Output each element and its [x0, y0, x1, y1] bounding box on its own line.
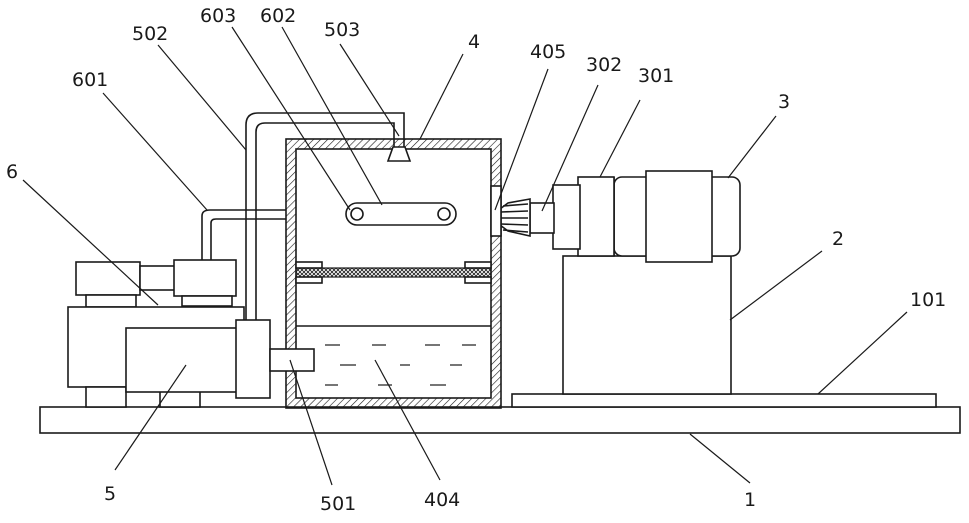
label-405: 405 — [530, 41, 566, 63]
label-302: 302 — [586, 54, 622, 76]
label-5: 5 — [104, 483, 116, 505]
label-502: 502 — [132, 23, 168, 45]
label-6: 6 — [6, 161, 18, 183]
support-block — [563, 256, 731, 394]
label-501: 501 — [320, 493, 356, 515]
water-pump — [126, 320, 270, 398]
suction-pipe — [202, 210, 286, 262]
label-404: 404 — [424, 489, 460, 511]
side-opening — [491, 186, 501, 236]
label-503: 503 — [324, 19, 360, 41]
label-602: 602 — [260, 5, 296, 27]
base-plate — [40, 407, 960, 433]
conveyor-belt — [346, 203, 456, 225]
motor — [614, 171, 740, 262]
label-301: 301 — [638, 65, 674, 87]
rail — [512, 394, 936, 407]
label-1: 1 — [744, 489, 756, 511]
label-3: 3 — [778, 91, 790, 113]
drive-shaft — [530, 203, 554, 233]
label-601: 601 — [72, 69, 108, 91]
label-101: 101 — [910, 289, 946, 311]
label-4: 4 — [468, 31, 480, 53]
coupling — [553, 177, 614, 256]
label-603: 603 — [200, 5, 236, 27]
brush-head — [500, 199, 530, 236]
label-2: 2 — [832, 228, 844, 250]
